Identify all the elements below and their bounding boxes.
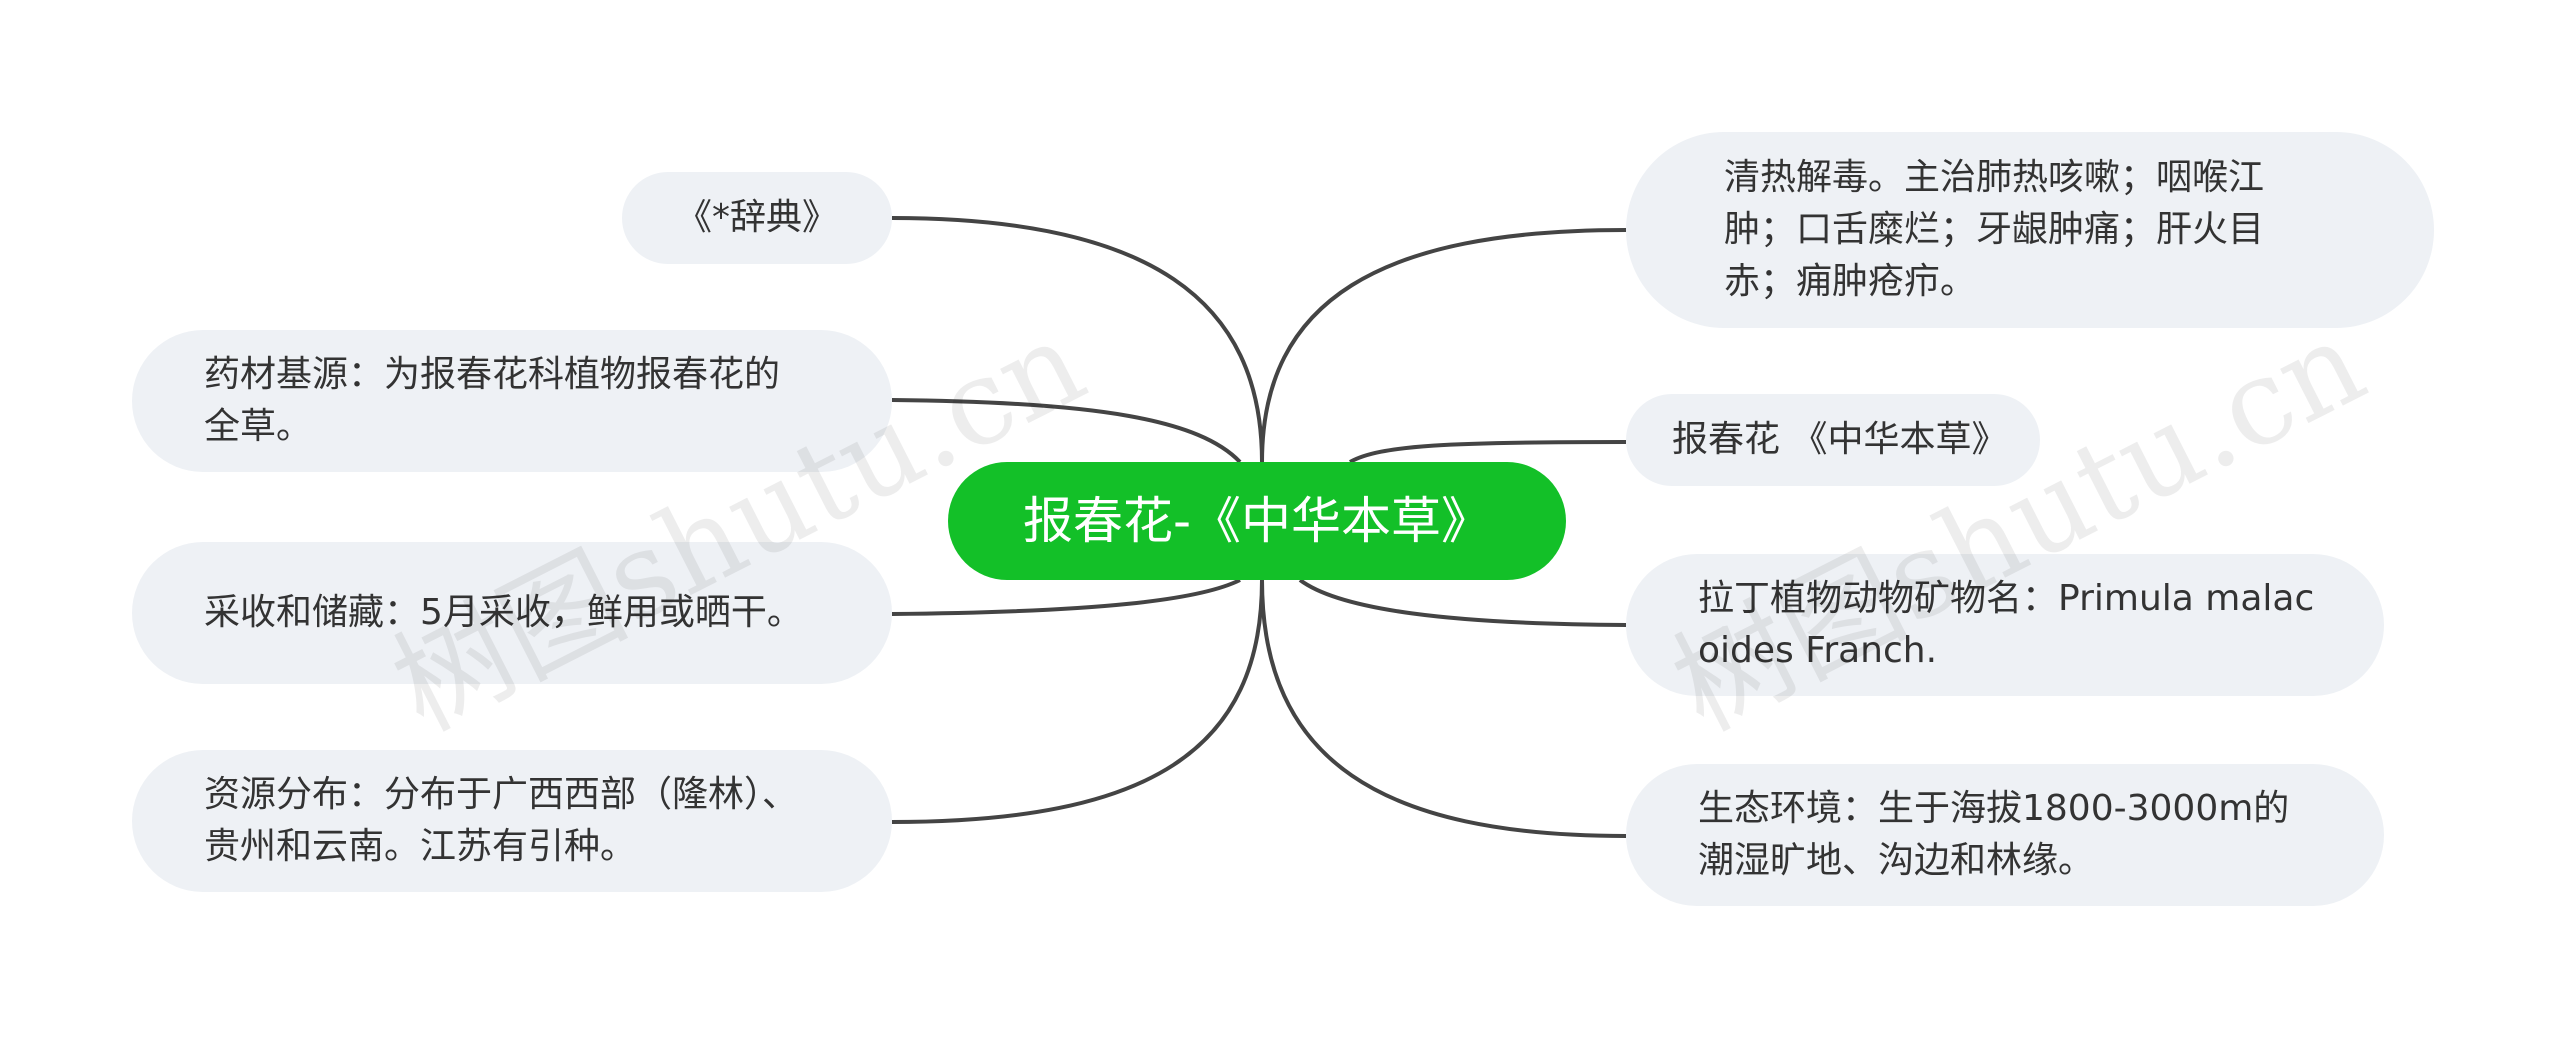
- topic-harvest-storage-label: 采收和储藏：5月采收，鲜用或晒干。: [204, 592, 803, 633]
- topic-distribution-label: 资源分布：分布于广西西部（隆林）、贵州和云南。江苏有引种。: [204, 774, 799, 867]
- connector-left-3: [891, 579, 1264, 824]
- topic-latin-name[interactable]: 拉丁植物动物矿物名：Primula malacoides Franch.: [1626, 554, 2384, 696]
- topic-dictionary-label: 《*辞典》: [675, 197, 838, 238]
- topic-latin-name-label: 拉丁植物动物矿物名：Primula malacoides Franch.: [1698, 578, 2315, 671]
- topic-harvest-storage[interactable]: 采收和储藏：5月采收，鲜用或晒干。: [132, 542, 892, 684]
- connector-right-2: [1298, 578, 1627, 627]
- topic-medicinal-source-label: 药材基源：为报春花科植物报春花的全草。: [204, 354, 781, 447]
- connector-left-1: [891, 398, 1242, 464]
- connector-right-1: [1349, 440, 1627, 464]
- topic-medicinal-source[interactable]: 药材基源：为报春花科植物报春花的全草。: [132, 330, 892, 472]
- topic-indications-label: 清热解毒。主治肺热咳嗽；咽喉江肿；口舌糜烂；牙龈肿痛；肝火目赤；痈肿疮疖。: [1724, 157, 2265, 302]
- topic-distribution[interactable]: 资源分布：分布于广西西部（隆林）、贵州和云南。江苏有引种。: [132, 750, 892, 892]
- connector-left-0: [891, 216, 1264, 463]
- topic-habitat-label: 生态环境：生于海拔1800-3000m的潮湿旷地、沟边和林缘。: [1698, 788, 2290, 881]
- connector-right-0: [1260, 228, 1627, 463]
- connector-right-3: [1260, 579, 1627, 838]
- topic-dictionary[interactable]: 《*辞典》: [622, 172, 892, 264]
- topic-indications[interactable]: 清热解毒。主治肺热咳嗽；咽喉江肿；口舌糜烂；牙龈肿痛；肝火目赤；痈肿疮疖。: [1626, 132, 2434, 328]
- topic-title-reference[interactable]: 报春花 《中华本草》: [1626, 394, 2040, 486]
- root-topic[interactable]: 报春花-《中华本草》: [948, 462, 1566, 580]
- connector-left-2: [891, 578, 1241, 616]
- root-topic-label: 报春花-《中华本草》: [1022, 492, 1492, 550]
- topic-title-reference-label: 报春花 《中华本草》: [1672, 419, 2008, 460]
- topic-habitat[interactable]: 生态环境：生于海拔1800-3000m的潮湿旷地、沟边和林缘。: [1626, 764, 2384, 906]
